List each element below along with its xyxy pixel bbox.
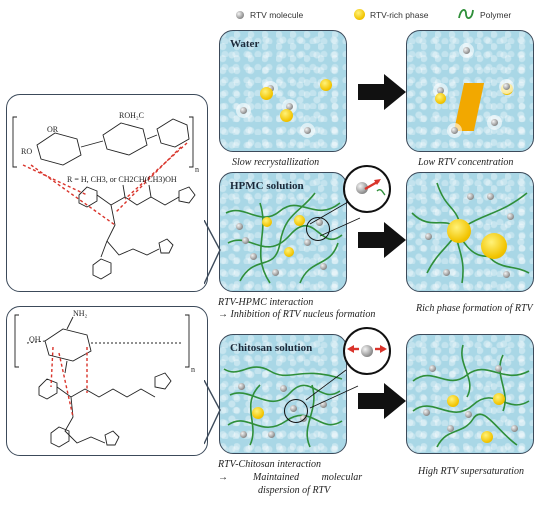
chitosan-nh2-label: NH₂ [73, 309, 88, 318]
rtv-rich-phase [252, 407, 264, 419]
legend-molecule-icon [236, 11, 244, 19]
rtv-molecule [240, 107, 247, 114]
rtv-molecule [511, 425, 518, 432]
chitosan-panel: Chitosan solution [219, 334, 347, 454]
chitosan-panel-title: Chitosan solution [230, 342, 313, 354]
hpmc-result-panel [406, 172, 534, 292]
water-panel: Water [219, 30, 347, 152]
rtv-molecule [242, 237, 249, 244]
rtv-molecule [304, 239, 311, 246]
caption-high-supersaturation: High RTV supersaturation [418, 466, 524, 477]
rtv-rich-phase [447, 219, 471, 243]
hpmc-panel: HPMC solution [219, 172, 347, 292]
process-arrow-icon [358, 222, 406, 258]
chitosan-rtv-structure-box: NH₂ OH n [6, 306, 208, 456]
rtv-molecule [463, 47, 470, 54]
caption-hpmc-interaction: RTV-HPMC interaction [218, 297, 314, 308]
caption-low-concentration: Low RTV concentration [418, 157, 514, 168]
rtv-molecule [250, 253, 257, 260]
hpmc-zoom-lens [343, 165, 391, 213]
rtv-molecule [236, 223, 243, 230]
rtv-molecule [280, 385, 287, 392]
hpmc-rtv-structure-box: OR RO ROH₂C n R = H, CH3, or CH2CH(CH3)O… [6, 94, 208, 292]
rtv-molecule [272, 269, 279, 276]
hpmc-roh2c-label: ROH₂C [119, 111, 145, 120]
rtv-molecule [425, 233, 432, 240]
rtv-molecule [467, 193, 474, 200]
legend-polymer-icon [458, 9, 474, 19]
caption-slow-recrystallization: Slow recrystallization [232, 157, 320, 168]
caption-hpmc-inhibition: → Inhibition of RTV nucleus formation [218, 309, 376, 320]
rtv-rich-phase [493, 393, 505, 405]
rtv-rich-phase [435, 93, 446, 104]
chitosan-n-label: n [191, 365, 195, 374]
process-arrow-icon [358, 74, 406, 110]
caption-rich-phase: Rich phase formation of RTV [416, 303, 533, 314]
rtv-molecule [268, 431, 275, 438]
rtv-molecule [491, 119, 498, 126]
legend-rich-phase-label: RTV-rich phase [370, 10, 429, 20]
zoom-circle [306, 217, 330, 241]
rtv-rich-phase [320, 79, 332, 91]
rtv-rich-phase [481, 431, 493, 443]
rtv-molecule [503, 83, 510, 90]
rtv-rich-phase [262, 217, 272, 227]
zoom-circle [284, 399, 308, 423]
rtv-molecule [286, 103, 293, 110]
hpmc-r-groups: R = H, CH3, or CH2CH(CH3)OH [67, 175, 177, 184]
rtv-molecule [320, 401, 327, 408]
hpmc-or-label: OR [47, 125, 59, 134]
rtv-molecule [507, 213, 514, 220]
rtv-molecule [487, 193, 494, 200]
legend-molecule-label: RTV molecule [250, 10, 304, 20]
rtv-molecule [465, 411, 472, 418]
rtv-molecule [423, 409, 430, 416]
water-panel-title: Water [230, 38, 260, 50]
rtv-molecule [240, 431, 247, 438]
rtv-molecule [443, 269, 450, 276]
caption-chitosan-maintained: → Maintained molecular [218, 472, 363, 483]
chitosan-oh-label: OH [29, 335, 41, 344]
rtv-molecule [304, 127, 311, 134]
rtv-molecule [356, 182, 368, 194]
rtv-rich-phase [294, 215, 305, 226]
legend-rich-phase-icon [354, 9, 365, 20]
rtv-molecule [447, 425, 454, 432]
rtv-molecule [320, 263, 327, 270]
hpmc-panel-title: HPMC solution [230, 180, 304, 192]
hpmc-ro-label: RO [21, 147, 33, 156]
caption-chitosan-interaction: RTV-Chitosan interaction [218, 459, 322, 470]
rtv-rich-phase [447, 395, 459, 407]
rtv-molecule [437, 87, 444, 94]
rtv-molecule [429, 365, 436, 372]
process-arrow-icon [358, 383, 406, 419]
rtv-rich-phase [284, 247, 294, 257]
chitosan-result-panel [406, 334, 534, 454]
rtv-rich-phase [280, 109, 293, 122]
legend-polymer-label: Polymer [480, 10, 512, 20]
rtv-molecule [503, 271, 510, 278]
rtv-rich-phase [260, 87, 273, 100]
caption-chitosan-dispersion: dispersion of RTV [258, 485, 331, 496]
rtv-molecule [361, 345, 373, 357]
rtv-molecule [451, 127, 458, 134]
rtv-molecule [238, 383, 245, 390]
hpmc-n-label: n [195, 165, 199, 174]
rtv-molecule [495, 365, 502, 372]
water-result-panel [406, 30, 534, 152]
chitosan-zoom-lens [343, 327, 391, 375]
rtv-rich-phase [481, 233, 507, 259]
